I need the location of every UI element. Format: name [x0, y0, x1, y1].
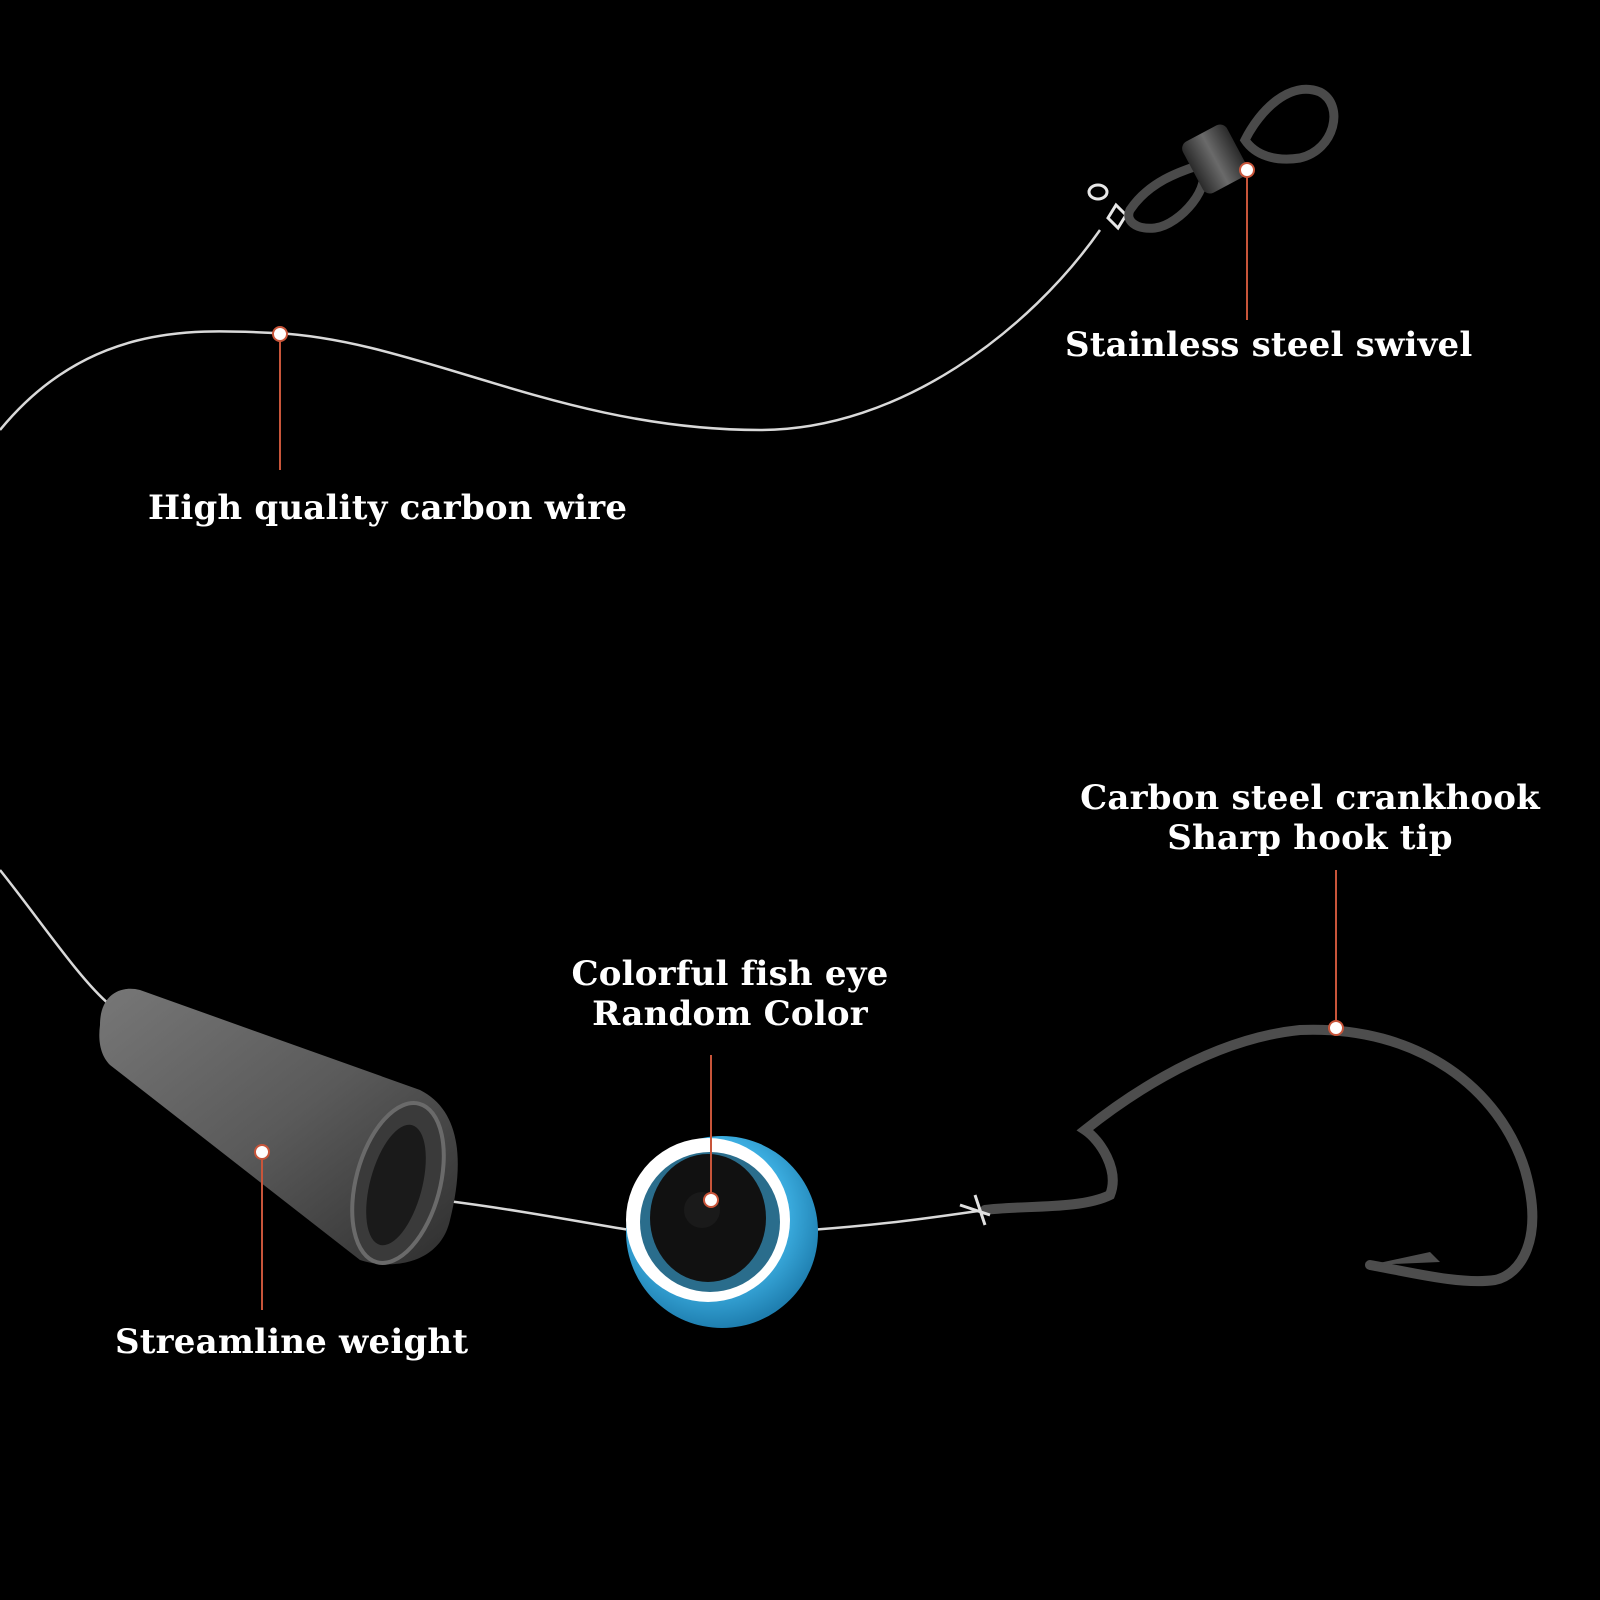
label-swivel: Stainless steel swivel [1065, 325, 1473, 365]
dot-hook [1328, 1020, 1344, 1036]
dot-swivel [1239, 162, 1255, 178]
label-eye-line1: Colorful fish eye [571, 954, 889, 994]
label-carbon-wire: High quality carbon wire [148, 488, 628, 528]
label-hook: Carbon steel crankhook Sharp hook tip [1070, 778, 1550, 858]
label-weight: Streamline weight [115, 1322, 469, 1362]
carbon-wire-lower [0, 869, 111, 1006]
label-hook-line1: Carbon steel crankhook [1080, 778, 1540, 818]
dot-weight [254, 1144, 270, 1160]
dot-wire [272, 326, 288, 342]
label-hook-line2: Sharp hook tip [1167, 818, 1453, 858]
carbon-wire-middle [439, 1198, 631, 1232]
carbon-wire-to-hook [809, 1208, 986, 1232]
weight-icon [99, 988, 458, 1265]
callout-lines [261, 170, 1337, 1310]
callout-dots [254, 162, 1344, 1208]
dot-eye [703, 1192, 719, 1208]
label-fish-eye: Colorful fish eye Random Color [565, 954, 895, 1034]
hook-icon [959, 1024, 1538, 1287]
label-eye-line2: Random Color [592, 994, 868, 1034]
carbon-wire-upper [0, 229, 1102, 432]
swivel-icon [1087, 84, 1339, 233]
bead-icon [626, 1136, 818, 1328]
